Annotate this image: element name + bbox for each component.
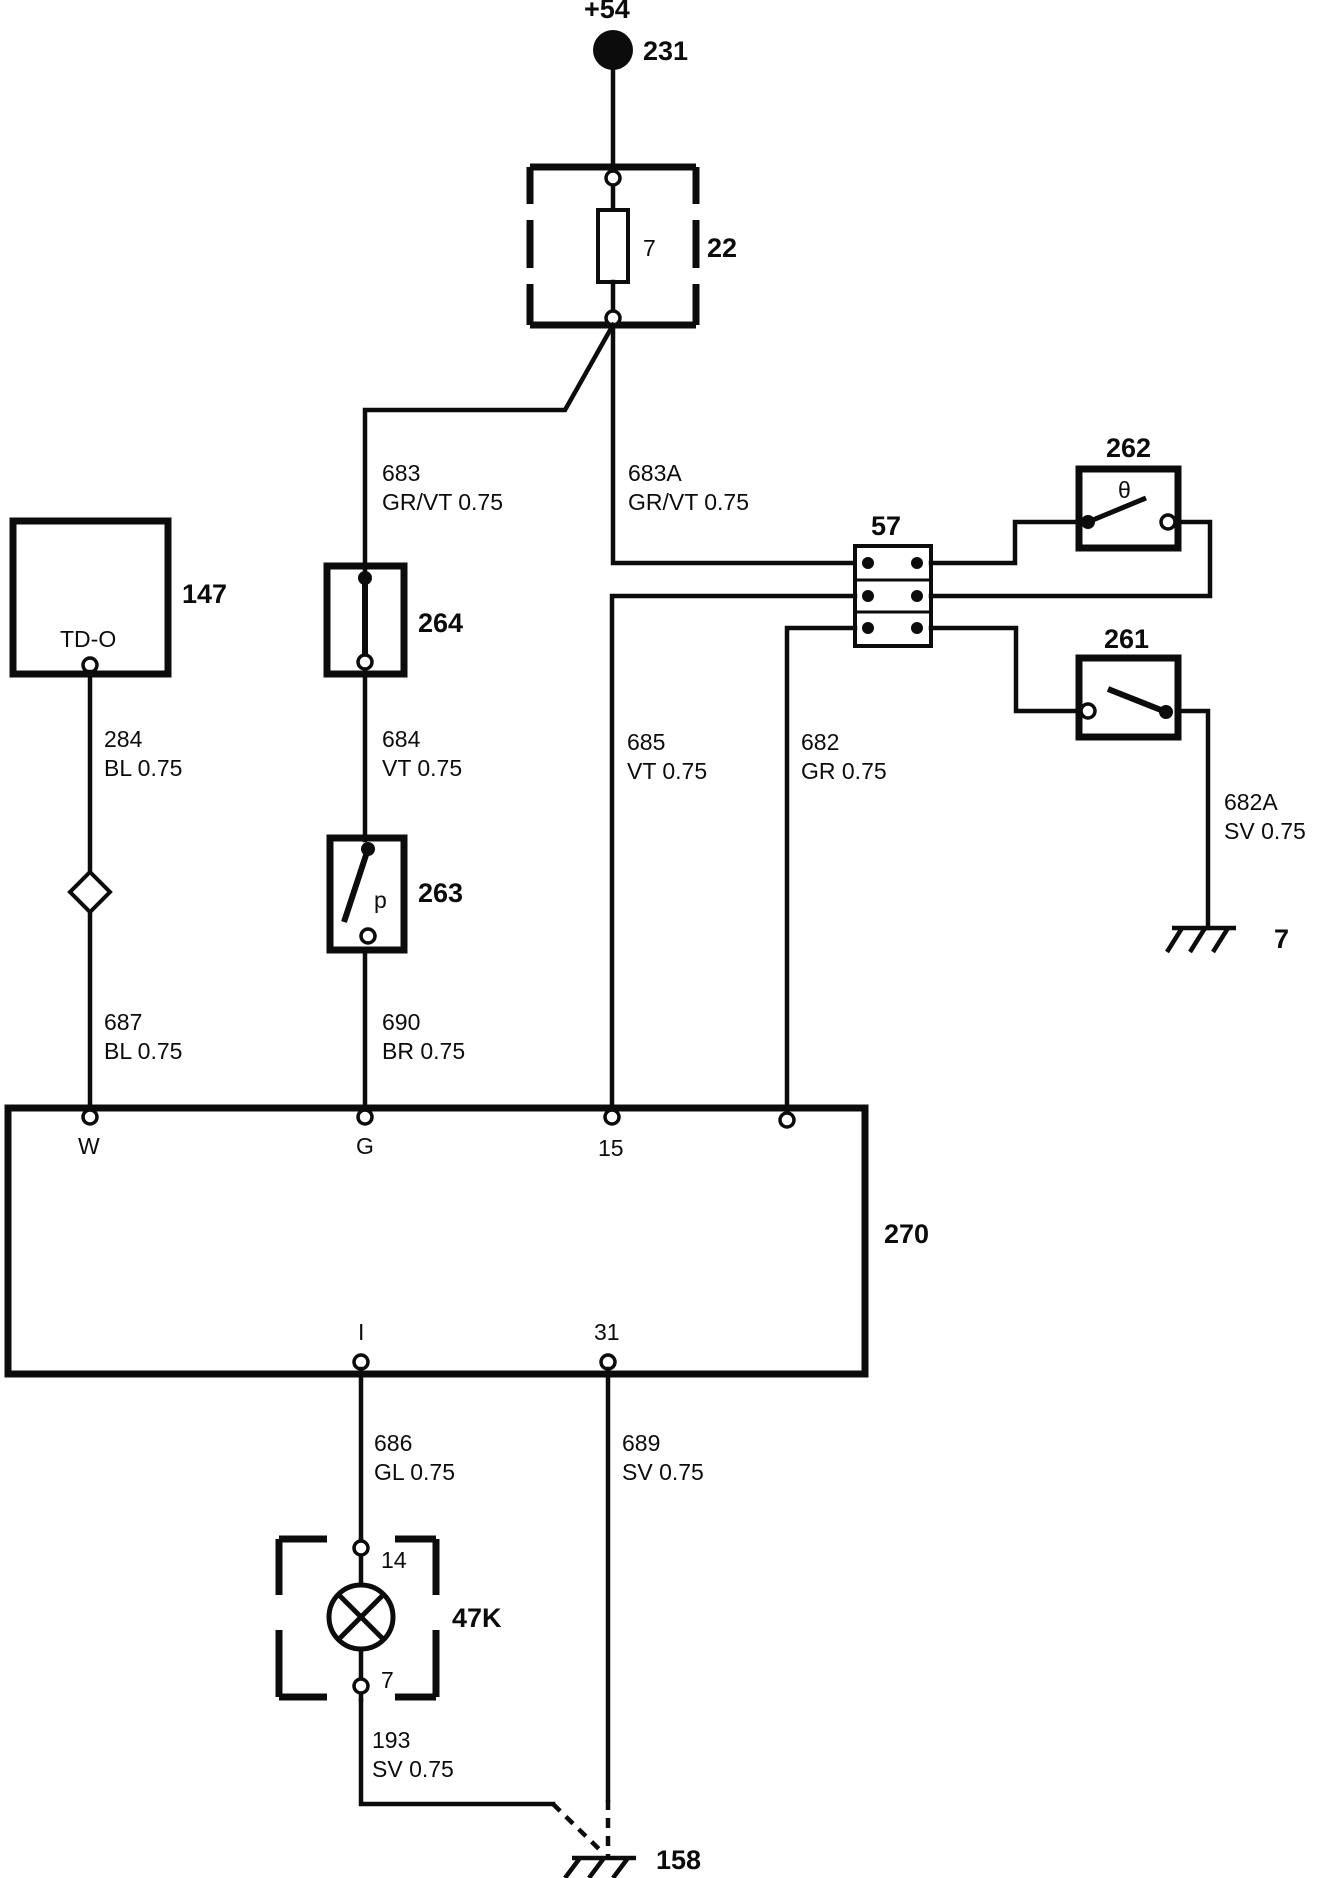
fuse-terminal-top [604, 169, 622, 187]
ground-7-symbol [1165, 925, 1236, 954]
wire-193-dashed-end [551, 1802, 602, 1852]
fuse-element [596, 208, 630, 284]
wire-687-number: 687 [104, 1009, 142, 1035]
wire-284-spec: BL 0.75 [104, 755, 182, 781]
lamp-terminal-14 [352, 1539, 370, 1557]
fuse-box-22: 7 [526, 163, 700, 329]
control-unit-pin-15 [603, 1108, 621, 1126]
wire-683A-spec: GR/VT 0.75 [628, 489, 749, 515]
wire-682A-spec: SV 0.75 [1224, 818, 1306, 844]
ground-158-tick-3 [611, 1856, 630, 1878]
wire-682-spec: GR 0.75 [801, 758, 887, 784]
switch-263-terminal-bottom [359, 927, 377, 945]
switch-261-box [1075, 654, 1182, 741]
wire-685 [609, 593, 858, 1113]
wire-284-number: 284 [104, 726, 143, 752]
supply-terminal-label: +54 [584, 0, 630, 24]
switch-263-symbol: p [374, 887, 387, 913]
lamp-bulb-cross-2 [336, 1592, 386, 1642]
wire-connector-to-262 [928, 519, 1091, 566]
control-unit-pin-w [81, 1108, 99, 1126]
control-unit-270-box [4, 1104, 869, 1378]
wire-682A [1175, 708, 1211, 931]
wire-684-number: 684 [382, 726, 421, 752]
wire-193-spec: SV 0.75 [372, 1756, 454, 1782]
wire-689-number: 689 [622, 1430, 660, 1456]
wire-684-spec: VT 0.75 [382, 755, 462, 781]
connector-57-pin-1a [862, 557, 874, 569]
control-unit-pin-682 [778, 1111, 796, 1129]
supply-terminal-dot [593, 30, 633, 70]
control-unit-pin-g-label: G [356, 1133, 374, 1159]
wire-683A-number: 683A [628, 460, 682, 486]
connector-57-ref: 57 [871, 511, 901, 541]
fuse-number: 7 [643, 235, 656, 261]
wire-682 [784, 625, 858, 1115]
wire-685-number: 685 [627, 729, 665, 755]
switch-261-blade [1106, 686, 1168, 715]
control-unit-ref: 270 [884, 1219, 929, 1249]
switch-262-box [1075, 465, 1182, 552]
wire-685-spec: VT 0.75 [627, 758, 707, 784]
wire-683-spec: GR/VT 0.75 [382, 489, 503, 515]
wire-connector-to-261 [928, 625, 1091, 714]
ground-7-tick-1 [1165, 926, 1184, 954]
control-unit-pin-15-label: 15 [598, 1135, 624, 1161]
ground-7-ref: 7 [1274, 924, 1289, 954]
switch-261-ref: 261 [1104, 624, 1149, 654]
switch-262-symbol: θ [1118, 477, 1131, 503]
wire-193 [358, 1697, 556, 1807]
supply-ref-231: 231 [643, 36, 688, 66]
wire-683 [362, 321, 617, 575]
ground-158-tick-1 [563, 1856, 582, 1878]
diamond-connector [67, 869, 113, 915]
wire-690-number: 690 [382, 1009, 420, 1035]
lamp-bulb-icon [326, 1582, 396, 1652]
component-147-terminal-label: TD-O [60, 626, 116, 652]
wire-193-number: 193 [372, 1727, 410, 1753]
switch-263-blade [341, 848, 371, 923]
wire-686-number: 686 [374, 1430, 412, 1456]
switch-264-ref: 264 [418, 608, 463, 638]
switch-261-contact-right [1159, 705, 1173, 719]
lamp-terminal-7 [352, 1677, 370, 1695]
ground-158-tick-2 [587, 1856, 606, 1878]
wire-686-spec: GL 0.75 [374, 1459, 455, 1485]
control-unit-pin-g [356, 1108, 374, 1126]
switch-262-terminal-right [1159, 513, 1177, 531]
connector-57-pin-1b [911, 557, 923, 569]
switch-262-blade [1087, 495, 1147, 525]
switch-261-terminal-left [1079, 702, 1097, 720]
wire-690-spec: BR 0.75 [382, 1038, 465, 1064]
lamp-47K-housing [275, 1535, 440, 1701]
wire-687-spec: BL 0.75 [104, 1038, 182, 1064]
wire-682A-number: 682A [1224, 789, 1278, 815]
wire-689-spec: SV 0.75 [622, 1459, 704, 1485]
connector-57-pin-2b [911, 590, 923, 602]
wire-262-return [928, 519, 1213, 599]
switch-262-ref: 262 [1106, 433, 1151, 463]
component-147-ref: 147 [182, 579, 227, 609]
connector-57-pin-2a [862, 590, 874, 602]
control-unit-pin-31-label: 31 [594, 1319, 620, 1345]
lamp-pin-14-label: 14 [381, 1547, 407, 1573]
ground-158-ref: 158 [656, 1845, 701, 1875]
ground-7-tick-3 [1211, 926, 1230, 954]
connector-57-pin-3b [911, 622, 923, 634]
control-unit-pin-i-label: I [358, 1319, 364, 1345]
ground-158-symbol [563, 1855, 636, 1878]
ground-7-tick-2 [1188, 926, 1207, 954]
control-unit-pin-w-label: W [78, 1133, 100, 1159]
lamp-pin-7-label: 7 [381, 1667, 394, 1693]
wire-683-number: 683 [382, 460, 420, 486]
wire-682-number: 682 [801, 729, 839, 755]
lamp-ref-47K: 47K [452, 1603, 502, 1633]
switch-263-ref: 263 [418, 878, 463, 908]
switch-264-terminal-bottom [356, 653, 374, 671]
connector-57-pin-3a [862, 622, 874, 634]
fuse-box-ref-22: 22 [707, 233, 737, 263]
wire-683A [610, 322, 858, 566]
